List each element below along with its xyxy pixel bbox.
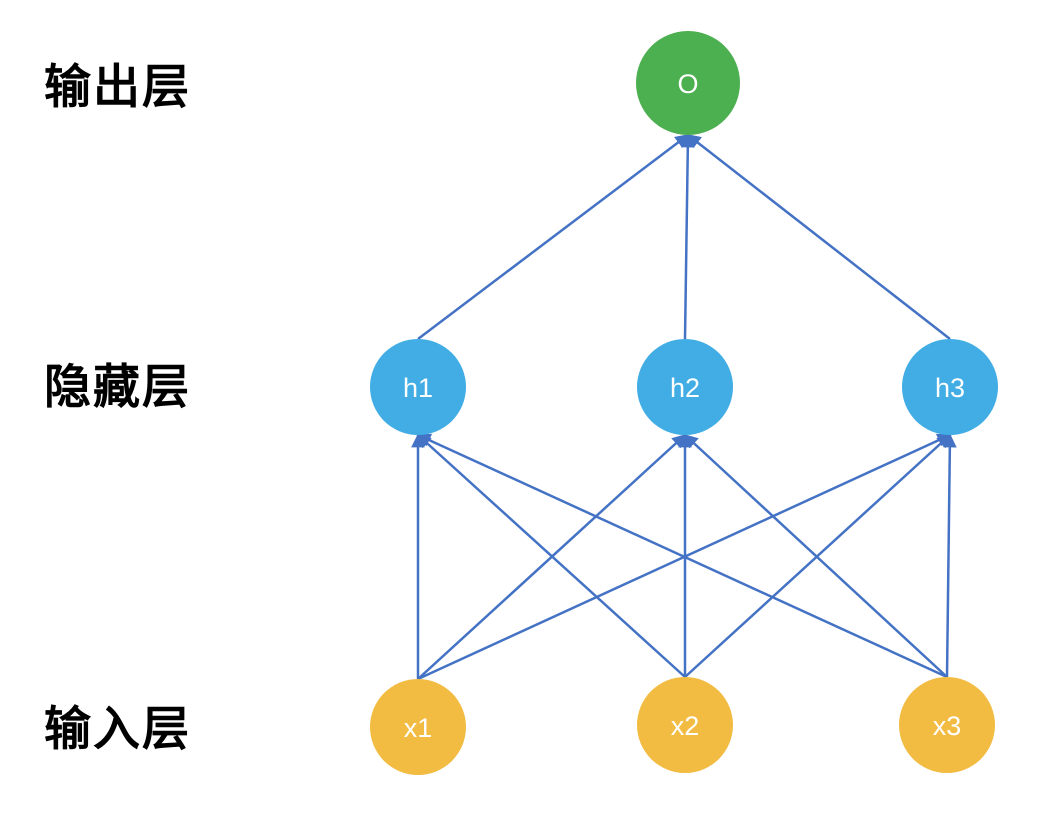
node-o-label: O: [677, 69, 698, 99]
edges-hidden-to-output: [417, 133, 951, 340]
edge-x2-h1: [416, 434, 686, 678]
node-h3-label: h3: [935, 373, 965, 403]
node-h2-label: h2: [670, 373, 700, 403]
node-x1-label: x1: [404, 713, 433, 743]
edge-h1-o: [417, 134, 690, 340]
node-x3-label: x3: [933, 711, 962, 741]
node-h2-circle: [637, 339, 733, 435]
node-x2-circle: [637, 677, 733, 773]
edge-h3-o: [686, 134, 951, 340]
node-o-circle: [636, 31, 740, 135]
node-h1-label: h1: [403, 373, 433, 403]
hidden-layer-nodes: h1 h2 h3: [370, 339, 998, 435]
layer-label-input: 输入层: [44, 702, 191, 755]
node-x3-circle: [899, 677, 995, 773]
node-h1-circle: [370, 339, 466, 435]
node-x1-circle: [370, 679, 466, 775]
layer-label-output: 输出层: [44, 60, 191, 113]
edge-x3-h2: [683, 434, 948, 678]
edge-h2-o: [680, 133, 695, 340]
layer-label-hidden: 隐藏层: [44, 360, 191, 413]
edges-input-to-hidden: [411, 433, 957, 681]
edge-x3-h3: [942, 433, 957, 678]
output-layer-nodes: O: [636, 31, 740, 135]
input-layer-nodes: x1 x2 x3: [370, 677, 995, 775]
edge-x3-h1: [416, 433, 948, 679]
node-x2-label: x2: [671, 711, 700, 741]
node-h3-circle: [902, 339, 998, 435]
